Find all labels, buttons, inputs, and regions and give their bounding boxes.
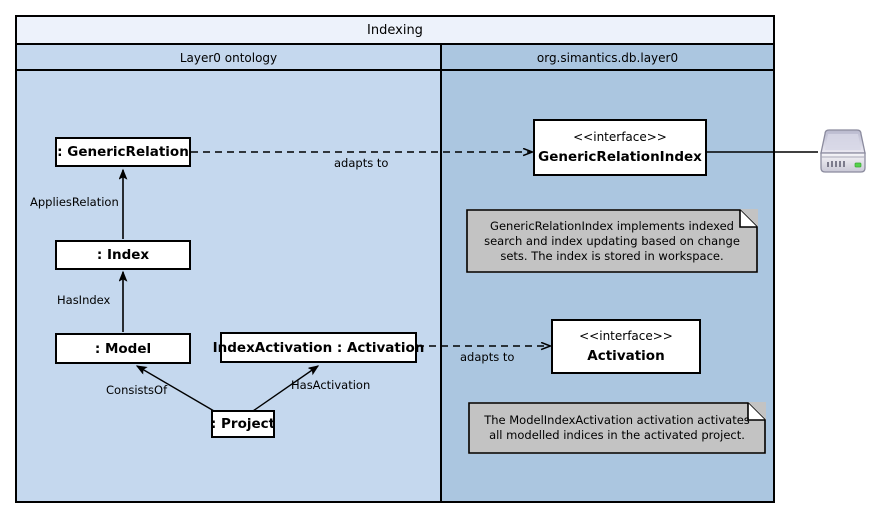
edge-label-applies-relation: AppliesRelation	[30, 195, 119, 209]
node-generic-relation[interactable]: : GenericRelation	[55, 137, 191, 167]
package-title: Indexing	[17, 17, 773, 45]
note-text: GenericRelationIndex implements indexed …	[484, 218, 740, 263]
node-index[interactable]: : Index	[55, 240, 191, 270]
column-header-layer0-ontology: Layer0 ontology	[17, 45, 440, 71]
note-text: The ModelIndexActivation activation acti…	[484, 413, 750, 442]
external-hard-drive-icon	[820, 129, 866, 173]
note-shape	[468, 402, 766, 454]
node-stereotype: <<interface>>	[579, 329, 673, 343]
column-header-org-simantics-db-layer0: org.simantics.db.layer0	[442, 45, 773, 71]
note-generic-relation-index[interactable]: GenericRelationIndex implements indexed …	[466, 209, 758, 273]
node-label: Activation	[587, 348, 665, 364]
node-model[interactable]: : Model	[55, 333, 191, 364]
edge-has-activation	[252, 366, 318, 412]
node-label: GenericRelationIndex	[538, 149, 702, 165]
node-label: IndexActivation : Activation	[212, 339, 425, 356]
edge-consists-of	[137, 366, 215, 412]
note-model-index-activation[interactable]: The ModelIndexActivation activation acti…	[468, 402, 766, 454]
node-project[interactable]: : Project	[211, 410, 275, 438]
storage-drive[interactable]	[815, 126, 871, 178]
edge-label-adapts-to-activation: adapts to	[460, 350, 515, 364]
node-stereotype: <<interface>>	[573, 130, 667, 144]
edge-label-has-index: HasIndex	[57, 293, 111, 307]
node-index-activation[interactable]: IndexActivation : Activation	[213, 332, 424, 363]
node-generic-relation-index[interactable]: <<interface>> GenericRelationIndex	[533, 119, 707, 176]
note-shape	[466, 209, 758, 273]
node-label: : Index	[96, 247, 150, 263]
edge-label-has-activation: HasActivation	[291, 378, 371, 392]
edge-label-adapts-to-generic-relation-index: adapts to	[334, 156, 389, 170]
edge-label-consists-of: ConsistsOf	[106, 383, 168, 397]
node-label: : GenericRelation	[57, 144, 189, 160]
node-label: : Model	[94, 340, 152, 357]
node-activation[interactable]: <<interface>> Activation	[551, 319, 701, 374]
node-label: : Project	[210, 416, 276, 432]
